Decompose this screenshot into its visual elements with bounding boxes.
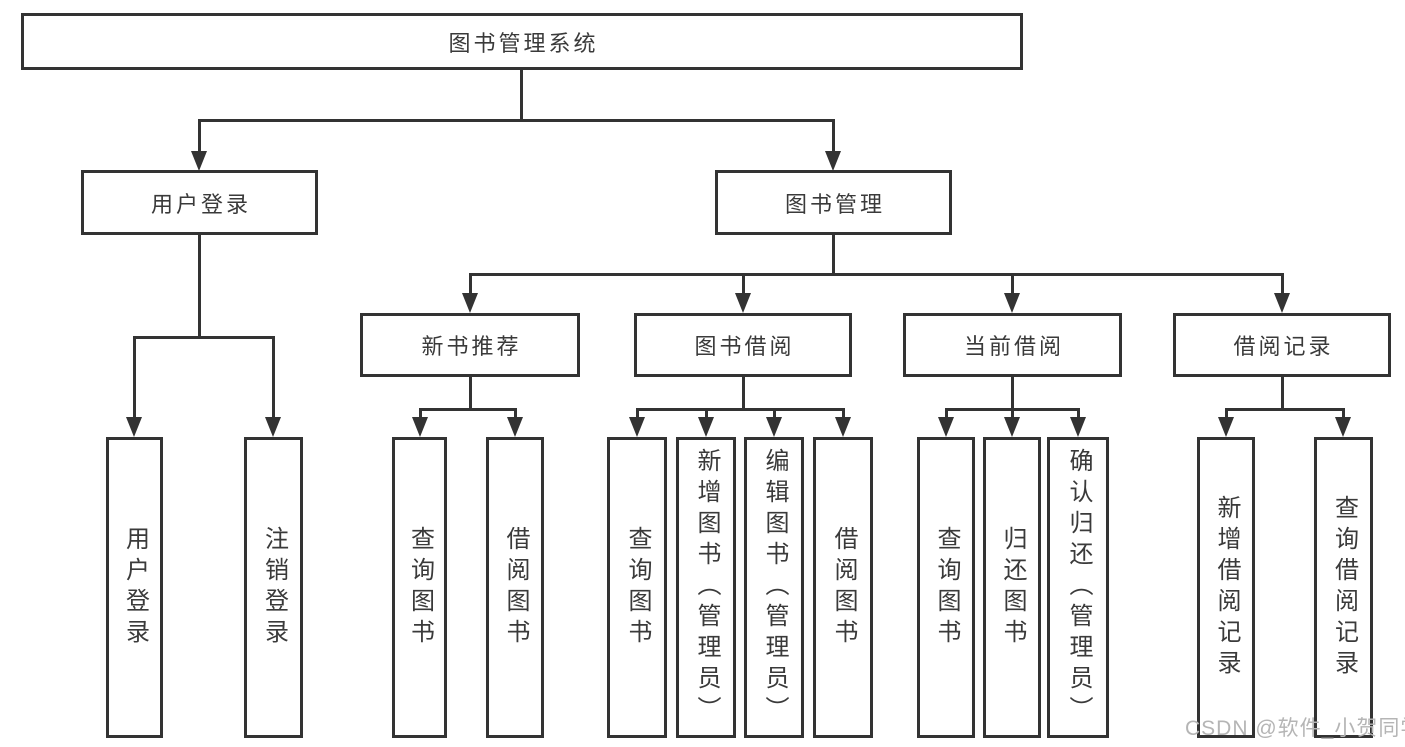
connector-vline — [705, 408, 708, 420]
leaf-borrow-books-recommend: 借阅图书 — [486, 437, 544, 738]
node-borrowing-records: 借阅记录 — [1173, 313, 1391, 377]
leaf-logout: 注销登录 — [244, 437, 303, 738]
connector-vline — [773, 408, 776, 420]
node-book-management: 图书管理 — [715, 170, 952, 235]
connector-arrow — [1070, 417, 1086, 437]
connector-hline — [133, 336, 275, 339]
connector-vline — [636, 408, 639, 420]
connector-hline — [419, 408, 517, 411]
node-label: 查询借阅记录 — [1330, 494, 1358, 681]
connector-vline — [1077, 408, 1080, 420]
connector-vline — [198, 235, 201, 338]
node-user-login: 用户登录 — [81, 170, 318, 235]
node-library-management-system: 图书管理系统 — [21, 13, 1023, 70]
connector-arrow — [698, 417, 714, 437]
connector-hline — [636, 408, 845, 411]
connector-arrow — [1218, 417, 1234, 437]
connector-vline — [198, 119, 201, 152]
node-new-book-recommendation: 新书推荐 — [360, 313, 580, 377]
node-label: 确认归还（管理员） — [1065, 448, 1092, 727]
node-label: 用户登录 — [150, 191, 251, 217]
connector-hline — [469, 273, 1283, 276]
connector-arrow — [507, 417, 523, 437]
connector-vline — [1225, 408, 1228, 420]
connector-vline — [1011, 408, 1014, 420]
leaf-query-books-borrowing: 查询图书 — [607, 437, 667, 738]
leaf-query-books-current: 查询图书 — [917, 437, 975, 738]
connector-vline — [842, 408, 845, 420]
node-book-borrowing: 图书借阅 — [634, 313, 852, 377]
node-label: 查询图书 — [406, 525, 434, 650]
node-label: 借阅记录 — [1233, 334, 1334, 359]
node-label: 查询图书 — [933, 525, 960, 650]
connector-arrow — [265, 417, 281, 437]
node-label: 用户登录 — [121, 525, 149, 650]
node-label: 新增图书（管理员） — [693, 448, 720, 727]
connector-vline — [1342, 408, 1345, 420]
leaf-add-borrow-record: 新增借阅记录 — [1197, 437, 1255, 738]
connector-hline — [198, 119, 835, 122]
connector-arrow — [462, 293, 478, 313]
leaf-query-books-recommend: 查询图书 — [392, 437, 447, 738]
connector-arrow — [629, 417, 645, 437]
connector-arrow — [1004, 293, 1020, 313]
connector-vline — [742, 377, 745, 410]
connector-vline — [832, 119, 835, 152]
node-label: 注销登录 — [260, 525, 288, 650]
connector-arrow — [126, 417, 142, 437]
connector-arrow — [412, 417, 428, 437]
connector-vline — [469, 377, 472, 410]
connector-arrow — [835, 417, 851, 437]
node-label: 新增借阅记录 — [1213, 494, 1240, 681]
node-label: 编辑图书（管理员） — [761, 448, 788, 727]
leaf-borrow-books: 借阅图书 — [813, 437, 873, 738]
connector-arrow — [191, 151, 207, 171]
connector-vline — [1011, 273, 1014, 297]
connector-arrow — [1004, 417, 1020, 437]
node-label: 当前借阅 — [963, 334, 1064, 359]
node-label: 图书管理系统 — [448, 30, 599, 56]
connector-arrow — [938, 417, 954, 437]
connector-arrow — [735, 293, 751, 313]
connector-vline — [520, 68, 523, 121]
connector-arrow — [1274, 293, 1290, 313]
connector-hline — [1225, 408, 1345, 411]
leaf-user-login: 用户登录 — [106, 437, 163, 738]
leaf-add-books-admin: 新增图书（管理员） — [676, 437, 736, 738]
connector-vline — [514, 408, 517, 420]
leaf-edit-books-admin: 编辑图书（管理员） — [744, 437, 804, 738]
leaf-return-books: 归还图书 — [983, 437, 1041, 738]
leaf-query-borrow-record: 查询借阅记录 — [1314, 437, 1373, 738]
connector-vline — [469, 273, 472, 297]
leaf-confirm-return-admin: 确认归还（管理员） — [1047, 437, 1109, 738]
node-label: 图书管理 — [784, 191, 885, 217]
connector-vline — [133, 336, 136, 418]
node-label: 归还图书 — [999, 525, 1026, 650]
node-current-borrowing: 当前借阅 — [903, 313, 1122, 377]
watermark: CSDN @软件_小贺同学 — [1185, 717, 1405, 740]
node-label: 新书推荐 — [421, 334, 522, 359]
node-label: 查询图书 — [624, 525, 651, 650]
connector-vline — [272, 336, 275, 418]
node-label: 图书借阅 — [694, 334, 795, 359]
connector-vline — [742, 273, 745, 297]
node-label: 借阅图书 — [502, 525, 529, 650]
connector-vline — [945, 408, 948, 420]
connector-arrow — [766, 417, 782, 437]
connector-vline — [1011, 377, 1014, 410]
node-label: 借阅图书 — [830, 525, 857, 650]
connector-vline — [419, 408, 422, 420]
connector-arrow — [825, 151, 841, 171]
connector-vline — [832, 235, 835, 275]
connector-vline — [1281, 377, 1284, 410]
connector-arrow — [1335, 417, 1351, 437]
connector-vline — [1281, 273, 1284, 297]
